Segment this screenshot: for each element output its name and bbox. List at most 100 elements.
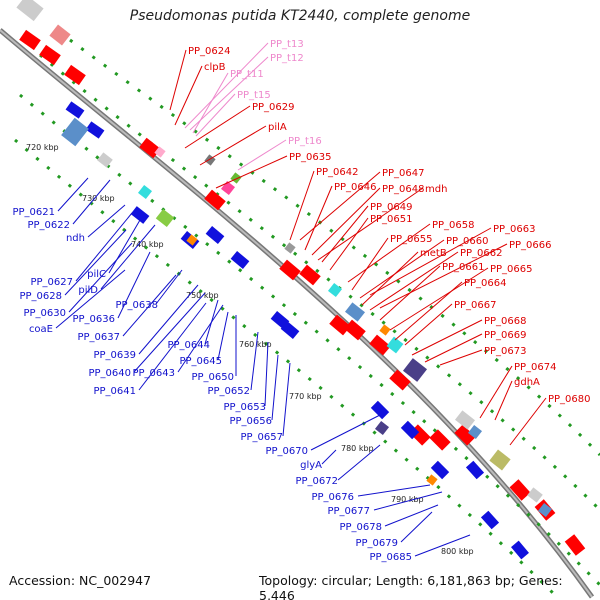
gene-label-reverse: PP_0636 [72, 314, 115, 325]
gene-label-reverse: PP_0622 [27, 220, 70, 231]
gene-label-forward: pilA [268, 122, 287, 133]
gene-label-reverse-leader [400, 511, 433, 543]
forward-gene-block [509, 479, 531, 501]
tick-label: 800 kbp [441, 547, 474, 556]
gene-label-reverse-leader [337, 444, 381, 481]
trna-label: PP_t12 [270, 53, 304, 64]
gene-label-forward: metB [420, 248, 447, 259]
feature-block [379, 324, 391, 336]
reverse-gene-block [205, 226, 225, 244]
gene-label-reverse-leader [138, 302, 207, 391]
gene-label-forward: PP_0647 [382, 168, 425, 179]
gene-label-forward: PP_0651 [370, 214, 413, 225]
gene-label-forward: PP_0680 [548, 394, 591, 405]
gene-label-forward: PP_0655 [390, 234, 433, 245]
reverse-gene-block [65, 101, 85, 119]
map-title: Pseudomonas putida KT2440, complete geno… [129, 8, 471, 24]
gene-label-forward: PP_0667 [454, 300, 497, 311]
gene-label-forward: PP_0646 [334, 182, 377, 193]
trna-label: PP_t11 [230, 69, 264, 80]
reverse-gene-block [400, 420, 420, 440]
gene-label-reverse: PP_0645 [179, 356, 222, 367]
gene-label-forward-leader [321, 205, 369, 263]
gene-label-forward-leader [215, 155, 288, 189]
gene-label-forward: gdhA [514, 377, 540, 388]
gene-label-forward-leader [289, 170, 315, 241]
forward-gene-block [564, 534, 586, 556]
dotted-track-2 [39, 53, 600, 512]
gene-label-reverse-leader [117, 251, 151, 319]
reverse-gene-block [85, 121, 105, 139]
tick-label: 720 kbp [26, 143, 59, 152]
reverse-gene-block [511, 540, 529, 560]
feature-block [230, 172, 242, 184]
gene-label-forward: PP_0673 [484, 346, 527, 357]
gene-label-reverse: PP_0656 [229, 416, 272, 427]
tick-label: 730 kbp [82, 194, 115, 203]
gene-label-forward: PP_0642 [316, 167, 359, 178]
trna-label: PP_t16 [288, 136, 322, 147]
reverse-gene-block [130, 206, 150, 224]
trna-label-leader [195, 93, 236, 137]
gene-label-reverse-leader [373, 491, 443, 511]
gene-label-forward-leader [394, 281, 463, 341]
gene-label-reverse: PP_0628 [19, 291, 62, 302]
gene-label-reverse: PP_0679 [355, 538, 398, 549]
gene-label-forward-leader [361, 251, 419, 306]
feature-block [386, 336, 404, 354]
gene-label-forward: PP_0624 [188, 46, 231, 57]
gene-label-reverse-leader [155, 269, 183, 305]
gene-label-forward: PP_0669 [484, 330, 527, 341]
forward-gene-block [299, 264, 321, 286]
forward-gene-block [429, 429, 451, 451]
trna-label-leader [189, 56, 269, 131]
gene-label-forward: PP_0665 [490, 264, 533, 275]
gene-label-reverse: PP_0640 [88, 368, 131, 379]
gene-label-reverse: PP_0670 [265, 446, 308, 457]
forward-gene-block [39, 44, 61, 66]
gene-label-forward: PP_0666 [509, 240, 552, 251]
feature-block [467, 424, 483, 440]
accession-text: Accession: NC_002947 [9, 573, 152, 588]
feature-block [186, 234, 198, 246]
gene-label-reverse-leader [68, 242, 133, 313]
gene-label-forward: PP_0658 [432, 220, 475, 231]
gene-label-reverse-leader [138, 284, 199, 355]
feature-block [284, 242, 296, 254]
gene-label-reverse-leader [55, 269, 126, 329]
gene-label-reverse: PP_0678 [339, 522, 382, 533]
gene-label-reverse-leader [217, 311, 229, 361]
feature-block [527, 487, 543, 503]
gene-label-reverse-leader [310, 414, 381, 451]
gene-label-reverse: PP_0685 [369, 552, 412, 563]
gene-label-forward: clpB [204, 62, 226, 73]
feature-block [402, 358, 428, 382]
forward-gene-block [329, 314, 351, 336]
reverse-gene-block [430, 460, 450, 480]
gene-label-reverse: PP_0621 [12, 207, 55, 218]
trna-label-leader [184, 42, 269, 129]
gene-label-forward: PP_0668 [484, 316, 527, 327]
forward-gene-block [454, 424, 476, 446]
gene-label-forward-leader [299, 171, 381, 241]
gene-label-reverse: ndh [66, 233, 85, 244]
forward-gene-block [279, 259, 301, 281]
gene-label-reverse: PP_0637 [77, 332, 120, 343]
gene-label-reverse-leader [75, 212, 133, 282]
gene-label-forward: PP_0662 [460, 248, 503, 259]
gene-label-reverse: PP_0677 [327, 506, 370, 517]
gene-label-reverse-leader [321, 449, 337, 465]
tick-label: 760 kbp [239, 340, 272, 349]
gene-label-reverse: PP_0630 [23, 308, 66, 319]
gene-label-reverse: PP_0643 [132, 368, 175, 379]
forward-gene-block [19, 29, 41, 51]
gene-label-reverse-leader [122, 274, 177, 337]
feature-block [374, 420, 390, 436]
feature-block [154, 146, 166, 158]
topology-text: Topology: circular; Length: 6,181,863 bp… [259, 573, 563, 600]
feature-block [455, 410, 475, 430]
forward-gene-block [389, 369, 411, 391]
gene-label-forward-leader [411, 319, 483, 356]
gene-label-forward-leader [359, 239, 445, 299]
gene-label-reverse-leader [108, 219, 141, 274]
